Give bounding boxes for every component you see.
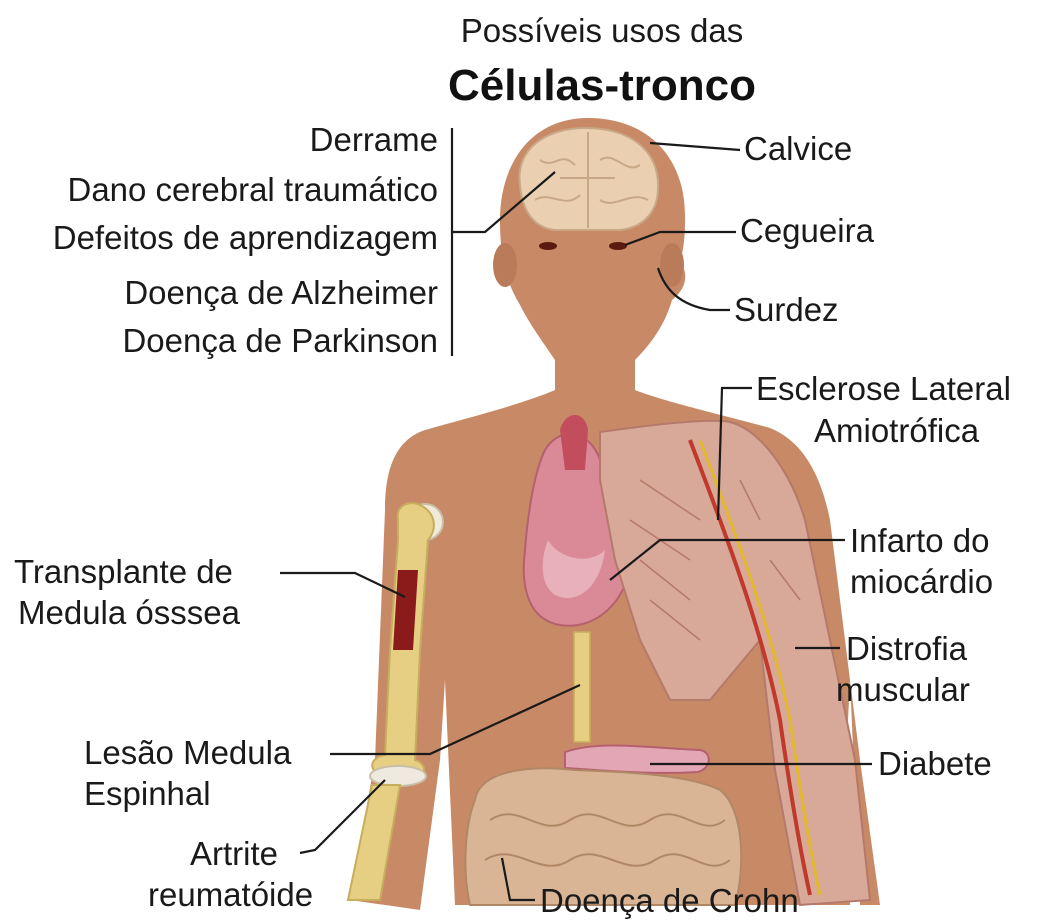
label-calvice: Calvice bbox=[744, 130, 852, 168]
label-diabete: Diabete bbox=[878, 745, 992, 783]
label-lesao-line2: Espinhal bbox=[84, 775, 211, 813]
diagram-title: Células-tronco bbox=[352, 60, 852, 112]
label-surdez: Surdez bbox=[734, 291, 839, 329]
label-artrite-line2: reumatóide bbox=[148, 876, 313, 914]
label-ela-line1: Esclerose Lateral bbox=[756, 370, 1011, 408]
label-infarto-line1: Infarto do bbox=[850, 522, 989, 560]
label-distrofia-line1: Distrofia bbox=[846, 630, 967, 668]
label-alzheimer: Doença de Alzheimer bbox=[40, 274, 438, 312]
left-eye bbox=[539, 242, 557, 250]
brain-illustration bbox=[519, 128, 658, 230]
diagram-subtitle: Possíveis usos das bbox=[372, 12, 832, 50]
label-distrofia-line2: muscular bbox=[836, 671, 970, 709]
pancreas-illustration bbox=[565, 746, 709, 773]
label-ela-line2: Amiotrófica bbox=[814, 412, 979, 450]
label-transplante-line2: Medula ósssea bbox=[18, 594, 240, 632]
label-derrame: Derrame bbox=[60, 121, 438, 159]
right-eye bbox=[609, 242, 627, 250]
label-transplante-line1: Transplante de bbox=[14, 553, 233, 591]
label-artrite-line1: Artrite bbox=[190, 835, 278, 873]
label-cegueira: Cegueira bbox=[740, 212, 874, 250]
label-dano-cerebral: Dano cerebral traumático bbox=[10, 171, 438, 209]
label-lesao-line1: Lesão Medula bbox=[84, 734, 291, 772]
label-infarto-line2: miocárdio bbox=[850, 563, 993, 601]
label-parkinson: Doença de Parkinson bbox=[40, 322, 438, 360]
label-crohn: Doença de Crohn bbox=[540, 882, 799, 920]
label-defeitos-aprendizagem: Defeitos de aprendizagem bbox=[4, 219, 438, 257]
